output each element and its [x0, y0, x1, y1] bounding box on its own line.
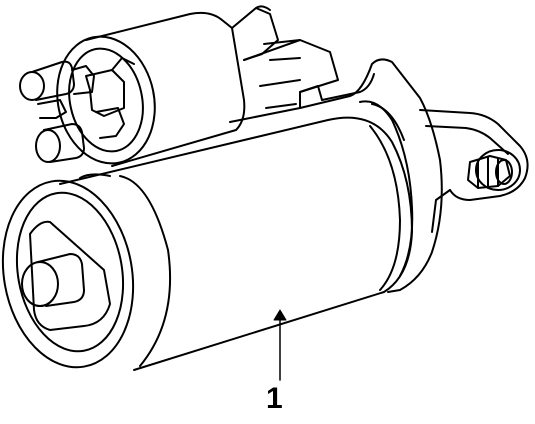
mounting-stud	[467, 155, 513, 189]
part-callout-number: 1	[266, 382, 283, 415]
solenoid-terminal-block	[85, 57, 135, 139]
solenoid-terminal-lower	[35, 99, 85, 163]
motor-end-cap	[1, 179, 135, 369]
gear-housing	[229, 58, 443, 293]
motor-body	[59, 116, 413, 371]
callout-leader	[273, 309, 287, 381]
solenoid-terminal-upper	[19, 60, 95, 101]
end-cap-shaft	[21, 253, 85, 307]
mounting-bracket	[419, 109, 529, 233]
solenoid	[56, 5, 339, 167]
